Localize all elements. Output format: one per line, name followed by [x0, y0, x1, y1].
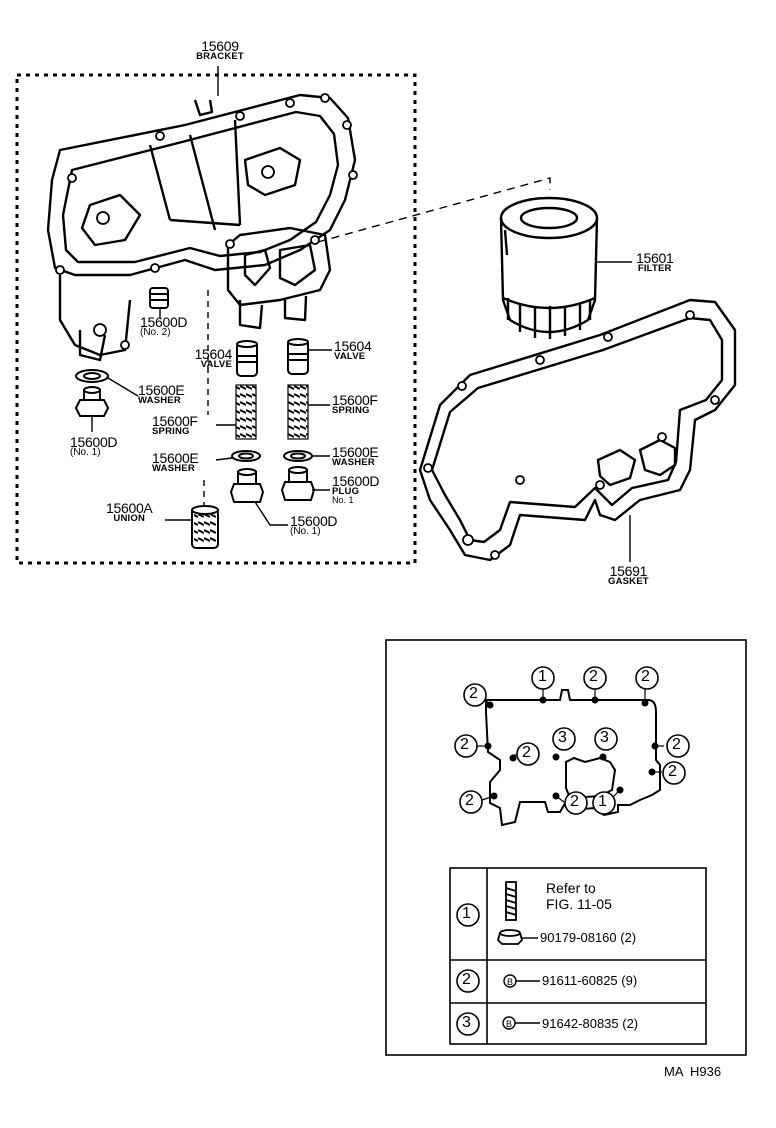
plug-no1-left-label: 15600D (No. 1) — [70, 434, 118, 458]
bracket-label: 15609 BRACKET — [190, 38, 250, 62]
washer-right-number: 15600E — [332, 444, 379, 460]
plug-no1-left-illustration — [74, 386, 110, 417]
callout-number: 2 — [522, 744, 531, 761]
spring-left-number: 15600F — [152, 413, 198, 429]
washer-right-label: 15600E WASHER — [332, 444, 379, 468]
spring-right-illustration — [287, 384, 309, 440]
washer-mid-illustration — [231, 450, 261, 462]
bracket-name: BRACKET — [196, 51, 244, 62]
bracket-illustration — [46, 93, 357, 362]
valve-left-illustration — [236, 340, 258, 377]
bracket-group-frame — [15, 66, 417, 565]
spring-left-name: SPRING — [152, 426, 190, 437]
washer-mid-name: WASHER — [152, 463, 195, 474]
table-part-nut: 90179-08160 (2) — [540, 930, 637, 945]
table-part-bolt-3: 91642-80835 (2) — [542, 1016, 639, 1031]
spring-right-label: 15600F SPRING — [332, 392, 378, 416]
valve-left-number: 15604 — [194, 346, 233, 362]
spring-right-name: SPRING — [332, 405, 370, 416]
filter-number: 15601 — [636, 250, 674, 266]
plug-no2-label: 15600D (No. 2) — [140, 314, 188, 338]
washer-mid-leader — [215, 457, 233, 461]
callout-number: 2 — [641, 668, 650, 685]
washer-right-name: WASHER — [332, 457, 375, 468]
valve-left-name: VALVE — [200, 359, 232, 370]
bracket-bolt-holes — [55, 93, 358, 350]
plug-no1-bottom-label: 15600D (No. 1) — [290, 513, 338, 537]
callout-number: 2 — [460, 736, 469, 753]
plug-right-label: 15600D PLUG No. 1 — [332, 473, 380, 505]
stud-bolt-icon — [505, 881, 517, 921]
washer-left-label: 15600E WASHER — [138, 382, 185, 406]
plug-no1-bottom-illustration — [229, 468, 265, 503]
filter-name: FILTER — [637, 263, 672, 274]
callout-number: 2 — [672, 736, 681, 753]
washer-left-number: 15600E — [138, 382, 185, 398]
callout-number: 3 — [600, 729, 609, 746]
plug-no1-bottom-number: 15600D — [290, 513, 338, 529]
bolt-b-glyph-3: B — [506, 1019, 512, 1029]
table-id-circles — [456, 903, 480, 1036]
bolt-diagram-frame — [385, 639, 747, 1056]
plug-right-number: 15600D — [332, 473, 380, 489]
gasket-illustration — [418, 298, 737, 562]
callout-number: 2 — [668, 763, 677, 780]
plug-no1-left-number: 15600D — [70, 434, 118, 450]
valve-right-number: 15604 — [334, 338, 372, 354]
plug-no1-bottom-sub: (No. 1) — [290, 526, 321, 537]
spring-left-illustration — [235, 384, 257, 440]
union-number: 15600A — [106, 500, 153, 516]
gasket-bolt-holes — [423, 310, 720, 560]
drawing-code: MA H936 — [664, 1064, 722, 1079]
valve-left-label: 15604 VALVE — [162, 346, 233, 370]
plug-no1-left-sub: (No. 1) — [70, 447, 101, 458]
table-row-id: 1 — [462, 905, 471, 922]
callout-number: 1 — [538, 668, 547, 685]
callout-number: 1 — [598, 793, 607, 810]
callout-number: 2 — [469, 685, 478, 702]
plug-right-sub: No. 1 — [332, 495, 354, 505]
bracket-number: 15609 — [201, 38, 239, 54]
spring-left-label: 15600F SPRING — [152, 413, 198, 437]
filter-mount-leader — [317, 177, 551, 243]
fastener-table-grid — [449, 867, 707, 1045]
bolt-callout-circles — [454, 666, 690, 815]
table-row-id: 3 — [462, 1014, 471, 1031]
plug-no2-illustration — [149, 287, 169, 309]
plug-right-name: PLUG — [332, 486, 360, 497]
callout-number: 2 — [589, 668, 598, 685]
table-refer-to: Refer to — [546, 880, 596, 896]
plug-no2-number: 15600D — [140, 314, 188, 330]
union-label: 15600A UNION — [106, 500, 153, 524]
union-name: UNION — [113, 513, 146, 524]
callout-number: 3 — [558, 729, 567, 746]
valve-right-illustration — [287, 338, 309, 375]
washer-mid-number: 15600E — [152, 450, 199, 466]
valve-right-label: 15604 VALVE — [334, 338, 372, 362]
washer-mid-label: 15600E WASHER — [152, 450, 199, 474]
bolt-b-glyph-2: B — [507, 977, 513, 987]
filter-label: 15601 FILTER — [636, 250, 674, 274]
washer-left-name: WASHER — [138, 395, 181, 406]
callout-number: 2 — [465, 792, 474, 809]
table-row-id: 2 — [462, 971, 471, 988]
gasket-name: GASKET — [608, 576, 649, 587]
table-part-bolt-2: 91611-60825 (9) — [542, 973, 638, 988]
washer-right-illustration — [283, 450, 313, 462]
valve-right-name: VALVE — [334, 351, 366, 362]
washer-left-leader — [107, 377, 139, 397]
table-fig-ref: FIG. 11-05 — [546, 896, 612, 912]
gasket-number: 15691 — [609, 563, 648, 579]
washer-left-illustration — [75, 369, 109, 383]
nut-icon — [496, 929, 524, 945]
plug-no1-bottom-leader — [254, 501, 288, 526]
plug-right-illustration — [280, 466, 316, 501]
callout-number: 2 — [570, 793, 579, 810]
union-illustration — [191, 505, 219, 549]
oil-filter-illustration — [499, 196, 599, 339]
spring-right-number: 15600F — [332, 392, 378, 408]
plug-no2-sub: (No. 2) — [140, 327, 171, 338]
gasket-label: 15691 GASKET — [608, 563, 649, 587]
